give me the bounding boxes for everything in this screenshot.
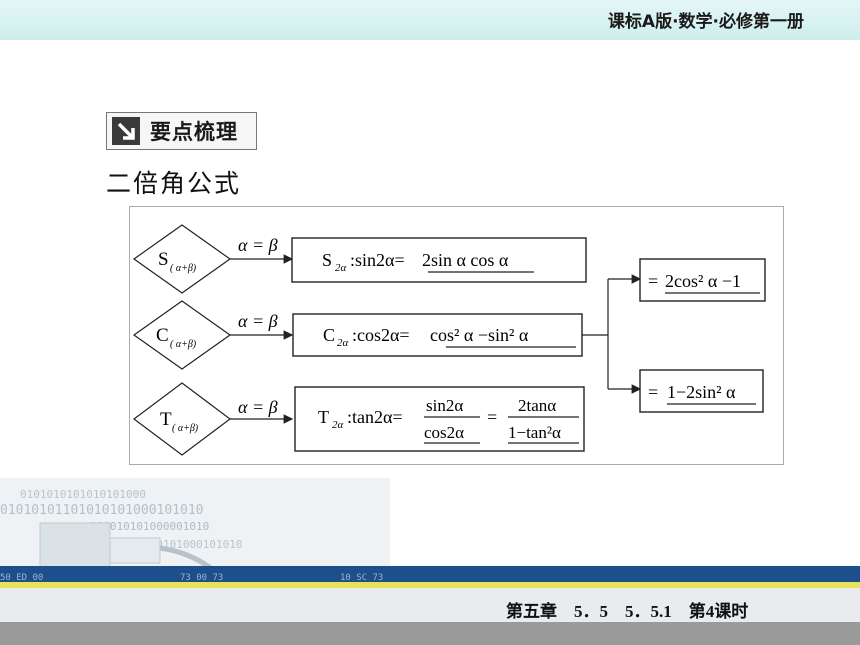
node-t-sub: ( α+β): [172, 423, 199, 434]
sin-name: S: [322, 250, 332, 270]
svg-text:010010101000001010: 010010101000001010: [90, 520, 209, 533]
arrow-icon: [112, 117, 140, 145]
tan-body: :tan2α=: [347, 407, 403, 427]
section-badge-label: 要点梳理: [150, 120, 238, 144]
cos-form-box-1: = 2cos² α −1: [639, 258, 766, 302]
svg-text:01010101101010101000101010: 01010101101010101000101010: [0, 503, 204, 518]
diamond-c: C ( α+β): [132, 300, 232, 370]
cos-value: cos² α −sin² α: [430, 325, 529, 345]
node-s-sub: ( α+β): [170, 263, 197, 274]
cos-form-box-2: = 1−2sin² α: [639, 369, 764, 413]
tan-eq: =: [487, 407, 497, 427]
node-c-sub: ( α+β): [170, 339, 197, 350]
section-badge: 要点梳理: [106, 112, 257, 150]
condition-label-2: α = β: [238, 311, 278, 331]
cos-form-2-value: 1−2sin² α: [667, 382, 736, 402]
svg-text:73 00 73: 73 00 73: [180, 573, 223, 583]
diamond-s: S ( α+β): [132, 224, 232, 294]
condition-label-3: α = β: [238, 397, 278, 417]
header-bar: 课标A版·数学·必修第一册: [0, 0, 860, 40]
cos-name: C: [323, 325, 335, 345]
tan-frac1-den: cos2α: [424, 423, 464, 442]
tan-frac2-num: 2tanα: [518, 396, 556, 415]
cos-form-1-value: 2cos² α −1: [665, 271, 741, 291]
formula-diagram: S ( α+β) C ( α+β) T ( α+β) α = β α = β α…: [129, 206, 784, 465]
sin-value: 2sin α cos α: [422, 250, 509, 270]
svg-text:50 ED 00: 50 ED 00: [0, 573, 43, 583]
lesson-label: 第五章 5．5 5．5.1 第4课时: [506, 602, 749, 621]
formula-box-sin: S 2α :sin2α= 2sin α cos α: [291, 237, 587, 283]
condition-label-1: α = β: [238, 235, 278, 255]
cos-sub: 2α: [337, 337, 349, 349]
sin-sub: 2α: [335, 262, 347, 274]
node-s-letter: S: [158, 249, 169, 270]
formula-box-tan: T 2α :tan2α= sin2α cos2α = 2tanα 1−tan²α: [294, 386, 585, 452]
course-title: 课标A版·数学·必修第一册: [607, 12, 804, 32]
svg-text:10 SC 73: 10 SC 73: [340, 573, 383, 583]
node-c-letter: C: [156, 325, 169, 346]
tan-sub: 2α: [332, 419, 344, 431]
cos-form-2-prefix: =: [648, 382, 658, 402]
sin-body: :sin2α=: [350, 250, 405, 270]
diamond-t: T ( α+β): [133, 382, 231, 456]
node-t-letter: T: [160, 409, 172, 430]
tan-frac1-num: sin2α: [426, 396, 463, 415]
formula-box-cos: C 2α :cos2α= cos² α −sin² α: [292, 313, 583, 357]
svg-text:0101010101010101000: 0101010101010101000: [20, 488, 146, 501]
page-heading: 二倍角公式: [106, 169, 242, 198]
cos-body: :cos2α=: [352, 325, 410, 345]
tan-frac2-den: 1−tan²α: [508, 423, 561, 442]
footer-decoration: 0101010101010101000 01010101101010101000…: [0, 478, 860, 645]
tan-name: T: [318, 407, 329, 427]
cos-form-1-prefix: =: [648, 271, 658, 291]
